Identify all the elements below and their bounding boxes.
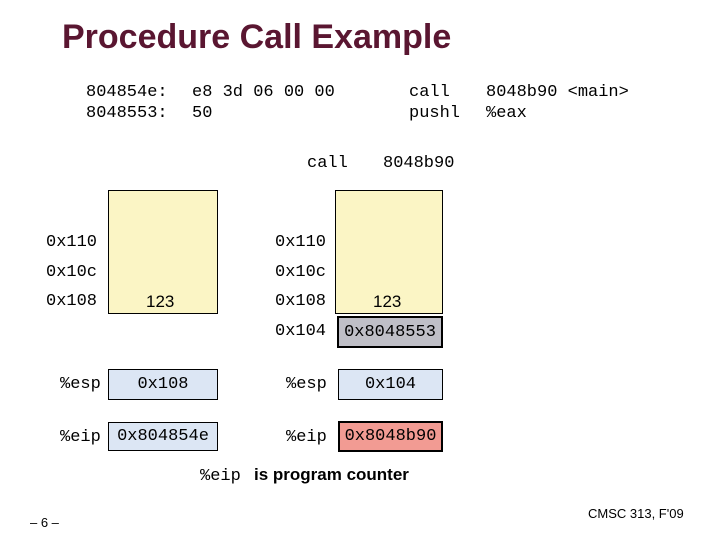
after-esp-value: 0x104 (338, 369, 443, 400)
stack-before-address-110: 0x110 (46, 233, 98, 252)
stack-before-value-108: 123 (146, 292, 175, 311)
note-text: is program counter (254, 465, 409, 484)
stack-after-address-108: 0x108 (275, 292, 327, 311)
page-number: – 6 – (30, 515, 59, 530)
stack-after-return-address: 0x8048553 (337, 316, 443, 348)
stack-after-address-104: 0x104 (275, 322, 327, 341)
code-line1-operand: 8048b90 <main> (486, 83, 629, 102)
slide-title: Procedure Call Example (62, 18, 452, 56)
before-esp-value: 0x108 (108, 369, 218, 400)
stack-before-address-108: 0x108 (46, 292, 98, 311)
stack-after (335, 190, 443, 314)
code-line1-opcode: call (409, 83, 450, 102)
code-line1-bytes: e8 3d 06 00 00 (192, 83, 335, 102)
after-eip-value: 0x8048b90 (338, 421, 443, 452)
code-line2-bytes: 50 (192, 104, 213, 123)
code-line2-address: 8048553: (86, 104, 168, 123)
instruction-opcode: call (307, 154, 348, 173)
stack-after-value-108: 123 (373, 292, 402, 311)
code-line2-operand: %eax (486, 104, 527, 123)
note-register: %eip (200, 467, 241, 486)
before-esp-label: %esp (60, 375, 101, 394)
code-line1-address: 804854e: (86, 83, 168, 102)
instruction-operand: 8048b90 (383, 154, 455, 173)
stack-after-address-110: 0x110 (275, 233, 327, 252)
code-line2-opcode: pushl (409, 104, 461, 123)
after-esp-label: %esp (286, 375, 327, 394)
before-eip-value: 0x804854e (108, 422, 218, 451)
stack-before (108, 190, 218, 314)
after-eip-label: %eip (286, 428, 327, 447)
before-eip-label: %eip (60, 428, 101, 447)
stack-after-address-10c: 0x10c (275, 263, 327, 282)
course-label: CMSC 313, F'09 (588, 506, 684, 521)
stack-before-address-10c: 0x10c (46, 263, 98, 282)
